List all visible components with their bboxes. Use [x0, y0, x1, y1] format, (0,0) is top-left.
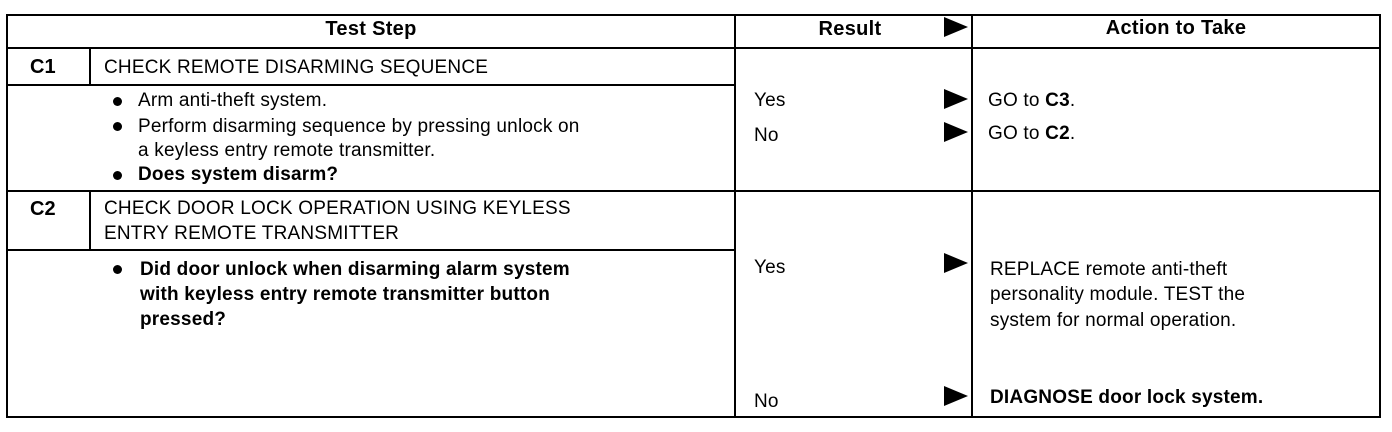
id-column-divider-c2	[89, 190, 91, 251]
c1-action-no: GO to C2.	[988, 122, 1075, 146]
c2-action-yes-line3: system for normal operation.	[990, 310, 1237, 331]
result-column-left-border	[734, 14, 736, 418]
c2-title-divider	[6, 249, 734, 251]
c2-result-no: No	[754, 391, 779, 412]
c1-bottom-border	[6, 190, 1381, 192]
bullet-icon	[113, 122, 122, 131]
header-test-step: Test Step	[325, 18, 417, 40]
c1-instruction-continued: a keyless entry remote transmitter.	[138, 140, 436, 161]
step-id-c2: C2	[30, 198, 56, 220]
arrow-icon	[944, 253, 968, 273]
action-text: GO to	[988, 90, 1046, 111]
table-bottom-border	[6, 416, 1381, 418]
c2-question-line1: Did door unlock when disarming alarm sys…	[140, 259, 570, 280]
bullet-icon	[113, 97, 122, 106]
c2-action-yes-line1: REPLACE remote anti-theft	[990, 259, 1228, 280]
action-text: GO to	[988, 123, 1046, 144]
c1-result-yes: Yes	[754, 90, 786, 111]
c1-question: Does system disarm?	[138, 164, 339, 185]
c1-instruction: Arm anti-theft system.	[138, 90, 328, 111]
step-id-c1: C1	[30, 56, 56, 78]
action-column-left-border	[971, 14, 973, 418]
header-arrow-icon	[944, 17, 968, 37]
c1-instruction: Perform disarming sequence by pressing u…	[138, 116, 580, 137]
c2-action-no: DIAGNOSE door lock system.	[990, 387, 1264, 408]
bullet-icon	[113, 265, 122, 274]
action-suffix: .	[1069, 90, 1076, 111]
c1-action-yes: GO to C3.	[988, 89, 1075, 113]
c1-title-divider	[6, 84, 734, 86]
header-result: Result	[818, 18, 882, 40]
c2-action-yes-line2: personality module. TEST the	[990, 284, 1246, 305]
header-bottom-border	[6, 47, 1381, 49]
id-column-divider-c1	[89, 47, 91, 86]
table-left-border	[6, 14, 8, 418]
c2-result-yes: Yes	[754, 257, 786, 278]
table-top-border	[6, 14, 1381, 16]
bullet-icon	[113, 171, 122, 180]
arrow-icon	[944, 89, 968, 109]
arrow-icon	[944, 386, 968, 406]
c1-result-no: No	[754, 125, 779, 146]
action-step-ref: C2	[1045, 123, 1070, 144]
step-title-c2-line1: CHECK DOOR LOCK OPERATION USING KEYLESS	[104, 198, 571, 219]
table-right-border	[1379, 14, 1381, 418]
step-title-c1: CHECK REMOTE DISARMING SEQUENCE	[104, 57, 489, 78]
arrow-icon	[944, 122, 968, 142]
step-title-c2-line2: ENTRY REMOTE TRANSMITTER	[104, 223, 400, 244]
action-step-ref: C3	[1045, 90, 1070, 111]
c2-question-line2: with keyless entry remote transmitter bu…	[140, 284, 551, 305]
header-action: Action to Take	[1105, 17, 1247, 39]
c2-question-line3: pressed?	[140, 309, 227, 330]
action-suffix: .	[1069, 123, 1076, 144]
